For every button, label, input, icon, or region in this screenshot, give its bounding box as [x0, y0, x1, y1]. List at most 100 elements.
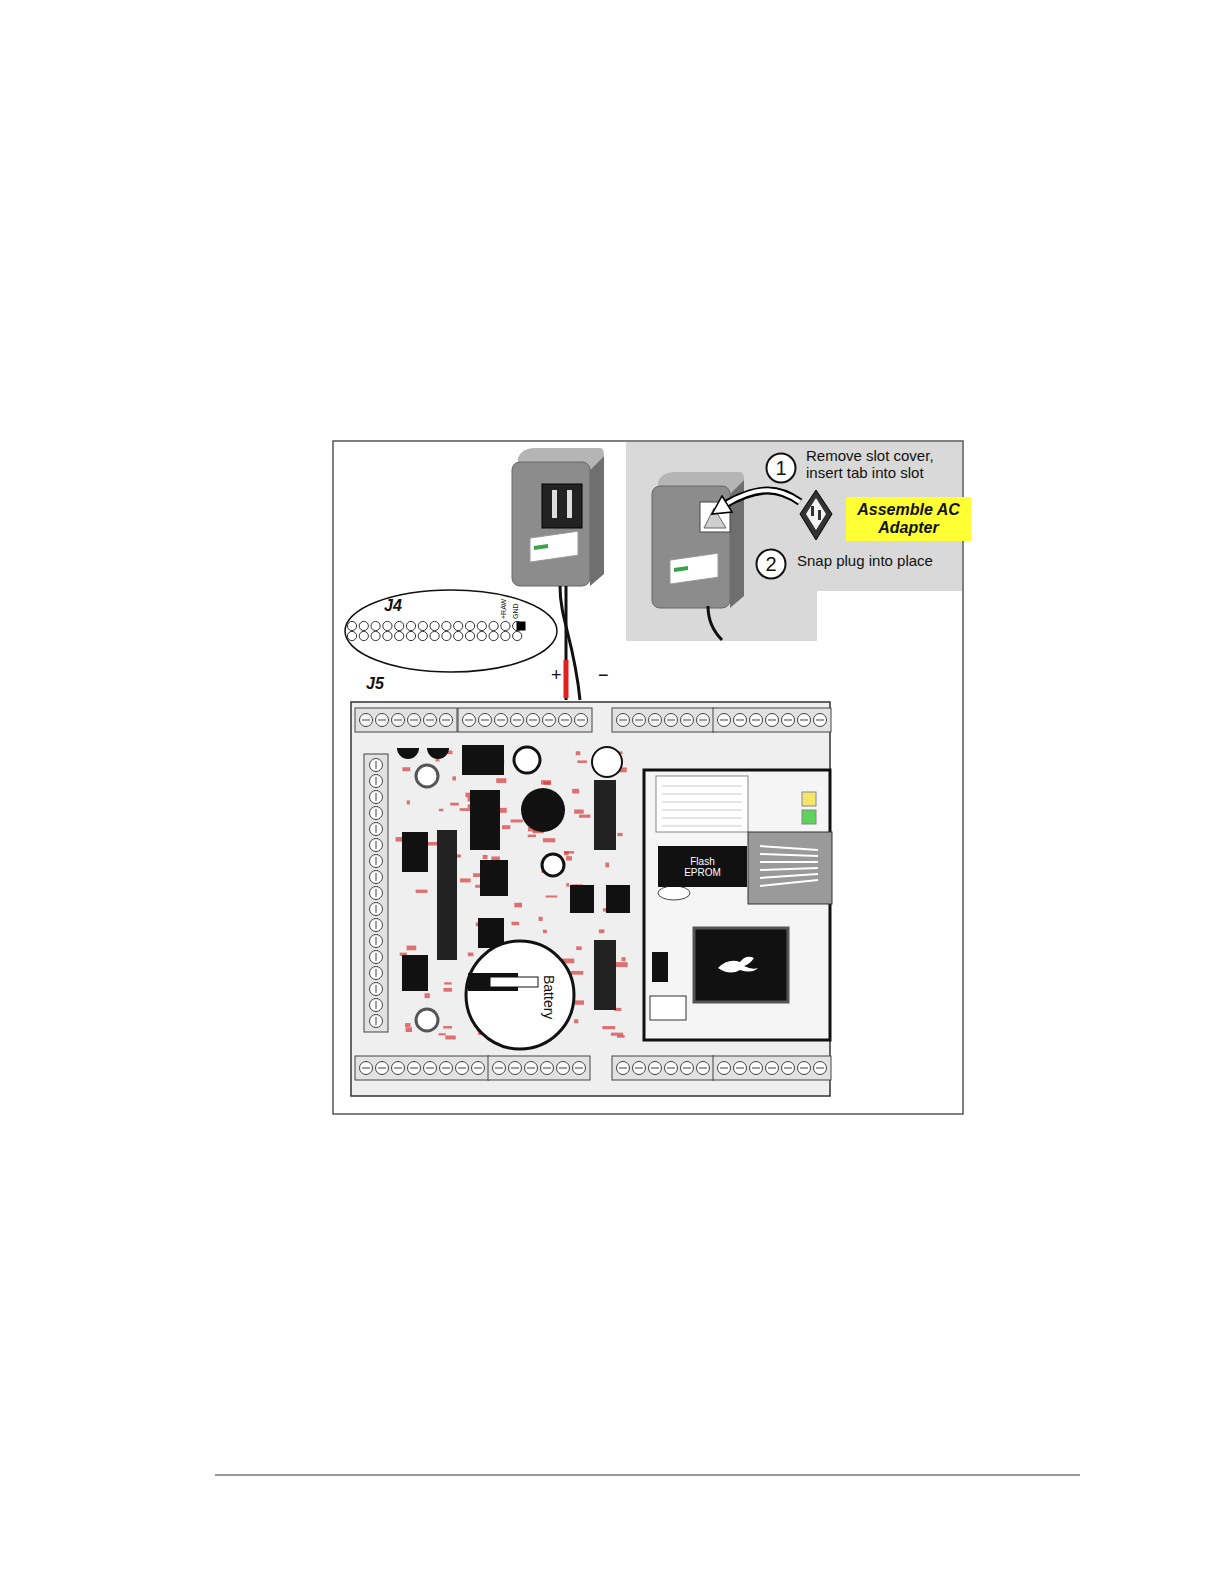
- screw-slot: [376, 985, 377, 993]
- terminal-screw: [370, 999, 383, 1012]
- node-text: Battery: [541, 975, 556, 1019]
- screw-slot: [394, 1068, 402, 1069]
- pcb-trace: [491, 856, 500, 860]
- screw-slot: [410, 720, 418, 721]
- screw-slot: [699, 720, 707, 721]
- screw-slot: [495, 1068, 503, 1069]
- screw-slot: [559, 1068, 567, 1069]
- connector-callout: J4: [344, 589, 558, 673]
- pcb-trace: [402, 767, 410, 771]
- box-fill: [658, 846, 747, 887]
- screw-slot: [768, 720, 776, 721]
- terminal-screw: [370, 967, 383, 980]
- insert-arrow: [722, 491, 800, 507]
- screw-slot: [800, 720, 808, 721]
- screw-slot: [376, 777, 377, 785]
- screw-slot: [376, 937, 377, 945]
- header-pin: [347, 631, 356, 640]
- screw-slot: [465, 720, 473, 721]
- ic-chip: [480, 860, 508, 896]
- plug-piece-face: [806, 498, 826, 530]
- pcb-trace: [574, 1019, 578, 1023]
- terminal-screw: [681, 714, 694, 727]
- terminal-screw: [463, 714, 476, 727]
- terminal-screw: [456, 1062, 469, 1075]
- terminal-screw: [370, 1015, 383, 1028]
- screw-slot: [474, 1068, 482, 1069]
- transistor: [397, 748, 419, 759]
- header-pin: [465, 621, 474, 630]
- node-shape: [344, 589, 558, 673]
- terminal-screw: [376, 1062, 389, 1075]
- mounting-hole: [416, 1009, 438, 1031]
- terminal-screw: [718, 714, 731, 727]
- screw-slot: [376, 809, 377, 817]
- header-connector: [437, 830, 457, 960]
- terminal-screw: [370, 871, 383, 884]
- terminal-screw: [665, 1062, 678, 1075]
- chip-pins: [662, 802, 742, 803]
- ic-chip: [606, 885, 630, 913]
- terminal-screw: [543, 714, 556, 727]
- terminal-screw: [370, 983, 383, 996]
- screw-slot: [667, 1068, 675, 1069]
- screw-slot: [545, 720, 553, 721]
- adapter-cord: [565, 586, 568, 700]
- pcb-trace: [576, 751, 581, 755]
- pcb-trace: [602, 1026, 615, 1029]
- wire-sleeve: [564, 660, 569, 698]
- terminal-screw: [376, 714, 389, 727]
- pcb-trace: [416, 890, 428, 893]
- screw-slot: [651, 1068, 659, 1069]
- screw-slot: [442, 720, 450, 721]
- terminal-screw: [559, 714, 572, 727]
- screw-slot: [527, 1068, 535, 1069]
- crystal: [658, 886, 690, 900]
- jack-contact: [760, 861, 818, 863]
- callout-number: 1: [765, 452, 797, 484]
- screw-slot: [442, 1068, 450, 1069]
- header-pin: [501, 631, 510, 640]
- instruction-text: Snap plug into place: [797, 553, 933, 570]
- terminal-screw: [424, 714, 437, 727]
- adapter-cord: [560, 586, 580, 700]
- pcb-trace: [512, 922, 520, 925]
- pcb-trace: [460, 878, 471, 882]
- terminal-strip: [713, 1056, 831, 1080]
- screw-slot: [376, 953, 377, 961]
- pcb-trace: [571, 971, 584, 975]
- plug-prong: [818, 510, 821, 520]
- terminal-screw: [509, 1062, 522, 1075]
- pcb-trace: [615, 962, 627, 967]
- header-pin: [418, 631, 427, 640]
- terminal-screw: [573, 1062, 586, 1075]
- screw-slot: [683, 1068, 691, 1069]
- pcb-trace: [468, 953, 474, 957]
- terminal-strip: [713, 708, 831, 732]
- header-pin: [395, 621, 404, 630]
- sram-chip: [656, 776, 748, 832]
- screw-slot: [376, 873, 377, 881]
- terminal-screw: [370, 759, 383, 772]
- jack-contact: [760, 880, 818, 886]
- jack-contact: [760, 868, 818, 870]
- pcb-trace: [439, 1033, 446, 1035]
- header-pin: [359, 621, 368, 630]
- screw-slot: [619, 720, 627, 721]
- polarity-mark: +: [551, 666, 562, 686]
- terminal-screw: [493, 1062, 506, 1075]
- screw-slot: [768, 1068, 776, 1069]
- pin-label: GND: [512, 603, 520, 619]
- node-text: Assemble AC Adapter: [846, 501, 971, 536]
- terminal-screw: [440, 1062, 453, 1075]
- mounting-hole: [416, 765, 438, 787]
- screw-slot: [426, 720, 434, 721]
- screw-slot: [800, 1068, 808, 1069]
- pcb-trace: [514, 903, 522, 908]
- screw-slot: [376, 969, 377, 977]
- screw-slot: [529, 720, 537, 721]
- terminal-screw: [360, 714, 373, 727]
- ic-chip: [570, 885, 594, 913]
- header-pin: [371, 621, 380, 630]
- terminal-screw: [697, 1062, 710, 1075]
